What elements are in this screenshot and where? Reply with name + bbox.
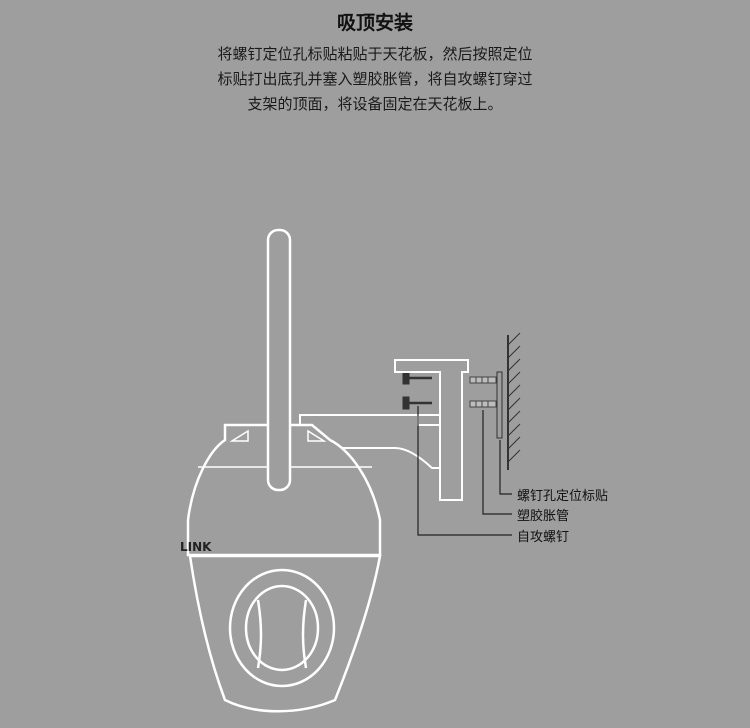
callout-lines [417, 406, 512, 536]
plastic-anchors [469, 376, 497, 408]
antenna [266, 228, 292, 492]
ceiling-wall [507, 332, 521, 470]
instruction-text: 将螺钉定位孔标贴粘贴于天花板，然后按照定位 标贴打出底孔并塞入塑胶胀管，将自攻螺… [180, 42, 570, 117]
instruction-line: 标贴打出底孔并塞入塑胶胀管，将自攻螺钉穿过 [217, 70, 533, 88]
instruction-line: 支架的顶面，将设备固定在天花板上。 [247, 95, 503, 113]
vent-marks [229, 429, 327, 442]
callout-screw: 自攻螺钉 [517, 530, 570, 545]
locating-sticker [496, 371, 503, 439]
callout-sticker: 螺钉孔定位标贴 [517, 489, 609, 504]
wall-bracket [299, 359, 469, 501]
section-title: 吸顶安装 [336, 12, 413, 34]
camera-body [186, 423, 382, 713]
self-tapping-screws [402, 371, 432, 410]
callout-anchor: 塑胶胀管 [517, 509, 570, 524]
brand-logo: LINK [180, 540, 212, 554]
instruction-line: 将螺钉定位孔标贴粘贴于天花板，然后按照定位 [217, 45, 533, 63]
